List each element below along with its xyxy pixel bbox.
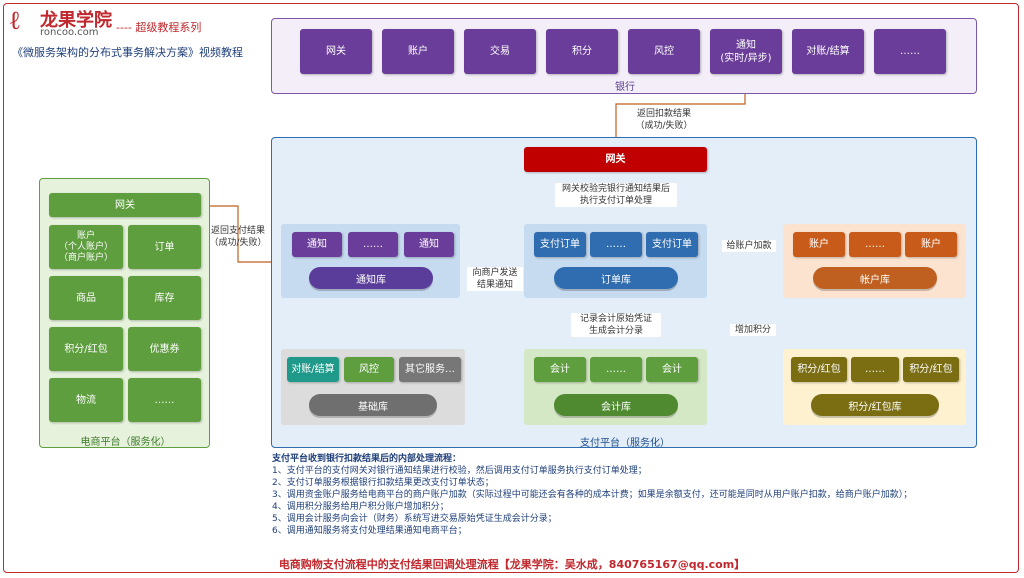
bank-item-gateway: 网关	[300, 29, 372, 74]
points-db: 积分/红包库	[811, 394, 939, 416]
footer-caption: 电商购物支付流程中的支付结果回调处理流程【龙果学院：吴水成，840765167@…	[278, 558, 746, 571]
ecommerce-order: 订单	[128, 225, 201, 269]
step-2: 2、支付订单服务根据银行扣款结果更改支付订单状态；	[272, 478, 494, 488]
order-service-1: 支付订单	[534, 232, 586, 257]
note-return-pay: 返回支付结果 （成功/失败）	[209, 226, 267, 248]
bank-item-reconcile: 对账/结算	[792, 29, 864, 74]
bank-item-more: ……	[874, 29, 946, 74]
account-panel: 账户 …… 账户 帐户库	[783, 224, 966, 298]
account-service-more: ……	[849, 232, 901, 257]
points-service-more: ……	[851, 357, 899, 382]
payment-label: 支付平台（服务化）	[580, 438, 670, 449]
order-service-more: ……	[590, 232, 642, 257]
process-steps: 支付平台收到银行扣款结果后的内部处理流程： 1、支付平台的支付网关对银行通知结果…	[272, 453, 992, 537]
base-service-other: 其它服务…	[399, 357, 461, 382]
base-service-risk: 风控	[344, 357, 394, 382]
account-service-2: 账户	[905, 232, 957, 257]
bank-item-notify: 通知 (实时/异步)	[710, 29, 782, 74]
ecommerce-gateway: 网关	[49, 193, 201, 217]
accounting-db: 会计库	[554, 394, 678, 416]
logo-domain: roncoo.com	[40, 27, 99, 38]
note-to-accounting: 记录会计原始凭证 生成会计分录	[571, 313, 661, 337]
account-service-1: 账户	[793, 232, 845, 257]
note-to-account: 给账户加款	[722, 240, 776, 252]
accounting-service-2: 会计	[646, 357, 698, 382]
ecommerce-product: 商品	[49, 276, 123, 320]
base-service-reconcile: 对账/结算	[287, 357, 339, 382]
ecommerce-more: ……	[128, 378, 201, 422]
base-db: 基础库	[309, 394, 437, 416]
logo-text: 龙果学院	[40, 10, 112, 31]
step-5: 5、调用会计服务向会计（财务）系统写进交易原始凭证生成会计分录；	[272, 514, 557, 524]
base-panel: 对账/结算 风控 其它服务… 基础库	[281, 349, 465, 425]
ecommerce-account: 账户 （个人账户） （商户账户）	[49, 225, 123, 269]
course-title: 《微服务架构的分布式事务解决方案》视频教程	[12, 46, 243, 59]
outer-frame	[3, 3, 1019, 573]
step-3: 3、调用资金账户服务给电商平台的商户账户加款（实际过程中可能还会有各种的成本计费…	[272, 490, 913, 500]
step-6: 6、调用通知服务将支付处理结果通知电商平台；	[272, 526, 467, 536]
bank-item-risk: 风控	[628, 29, 700, 74]
points-panel: 积分/红包 …… 积分/红包 积分/红包库	[783, 349, 966, 425]
note-bank-return: 返回扣款结果 （成功/失败）	[635, 109, 693, 131]
order-service-2: 支付订单	[646, 232, 698, 257]
ecommerce-label: 电商平台（服务化）	[80, 437, 171, 448]
steps-title: 支付平台收到银行扣款结果后的内部处理流程：	[272, 454, 462, 464]
note-to-merchant: 向商户发送 结果通知	[467, 267, 523, 291]
payment-gateway: 网关	[524, 147, 707, 172]
note-to-points: 增加积分	[730, 324, 776, 336]
points-service-2: 积分/红包	[903, 357, 959, 382]
order-db: 订单库	[554, 267, 678, 289]
accounting-service-more: ……	[590, 357, 642, 382]
bank-item-trade: 交易	[464, 29, 536, 74]
notify-panel: 通知 …… 通知 通知库	[281, 224, 460, 298]
notify-db: 通知库	[309, 267, 433, 289]
note-gateway-verify: 网关校验完银行通知结果后 执行支付订单处理	[555, 183, 677, 207]
step-1: 1、支付平台的支付网关对银行通知结果进行校验，然后调用支付订单服务执行支付订单处…	[272, 466, 647, 476]
ecommerce-container: 网关 账户 （个人账户） （商户账户） 订单 商品 库存 积分/红包 优惠券 物…	[39, 178, 210, 448]
ecommerce-coupon: 优惠券	[128, 327, 201, 371]
accounting-service-1: 会计	[534, 357, 586, 382]
account-db: 帐户库	[813, 267, 937, 289]
order-panel: 支付订单 …… 支付订单 订单库	[524, 224, 707, 298]
points-service-1: 积分/红包	[791, 357, 847, 382]
ecommerce-points: 积分/红包	[49, 327, 123, 371]
ecommerce-logistics: 物流	[49, 378, 123, 422]
ecommerce-inventory: 库存	[128, 276, 201, 320]
bank-item-account: 账户	[382, 29, 454, 74]
bank-container: 网关 账户 交易 积分 风控 通知 (实时/异步) 对账/结算 …… 银行	[271, 18, 977, 94]
step-4: 4、调用积分服务给用户积分账户增加积分；	[272, 502, 449, 512]
series-title: ---- 超级教程系列	[116, 21, 202, 34]
notify-service-1: 通知	[292, 232, 342, 257]
logo-icon: ℓ	[10, 6, 20, 36]
accounting-panel: 会计 …… 会计 会计库	[524, 349, 707, 425]
bank-label: 银行	[615, 82, 635, 93]
bank-item-points: 积分	[546, 29, 618, 74]
notify-service-2: 通知	[404, 232, 454, 257]
notify-service-more: ……	[348, 232, 398, 257]
